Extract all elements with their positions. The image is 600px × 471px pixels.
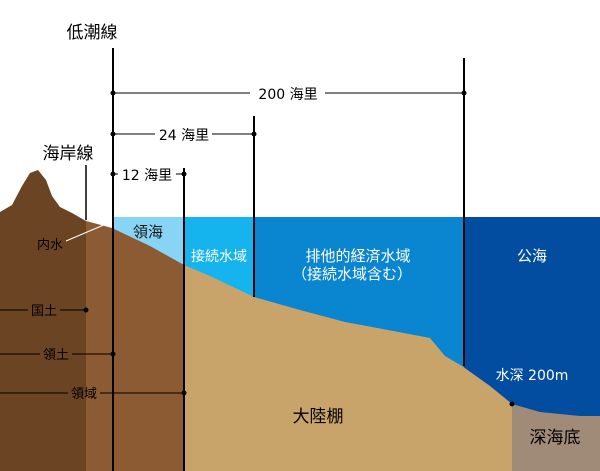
- land-mainland: [0, 170, 86, 471]
- nm200-label: 200 海里: [258, 87, 317, 103]
- territory-label: 領土: [43, 347, 69, 363]
- deep-seabed-area: [512, 404, 600, 471]
- eez-label-line1: 排他的経済水域: [305, 247, 410, 265]
- eez-label-line2: （接続水域含む）: [292, 265, 412, 283]
- depth-label: 水深 200m: [496, 368, 569, 384]
- continental-shelf-area: [184, 265, 512, 471]
- internal-waters-pointer: [65, 223, 107, 242]
- high-seas-label: 公海: [517, 247, 547, 265]
- dot-200-right: [461, 90, 467, 96]
- low-tide-line-label: 低潮線: [67, 23, 118, 43]
- dot-24-left: [110, 131, 116, 137]
- territorial-sea-label: 領海: [133, 223, 163, 241]
- dot-12-right: [181, 171, 187, 177]
- land-territory-label: 国土: [31, 304, 57, 319]
- continental-shelf-label: 大陸棚: [293, 407, 344, 427]
- nm12-label: 12 海里: [122, 168, 172, 184]
- dot-12-left: [110, 171, 116, 177]
- coastline-label: 海岸線: [43, 144, 94, 164]
- depth-marker-dot: [509, 401, 515, 407]
- dot-24-right: [251, 131, 257, 137]
- contiguous-zone-label: 接続水域: [191, 248, 247, 265]
- land-territory-band: [86, 221, 184, 471]
- dot-200-left: [110, 90, 116, 96]
- nm24-label: 24 海里: [159, 128, 209, 144]
- domain-label: 領域: [71, 386, 97, 402]
- internal-waters-label: 内水: [37, 237, 63, 253]
- deep-seabed-label: 深海底: [530, 428, 581, 448]
